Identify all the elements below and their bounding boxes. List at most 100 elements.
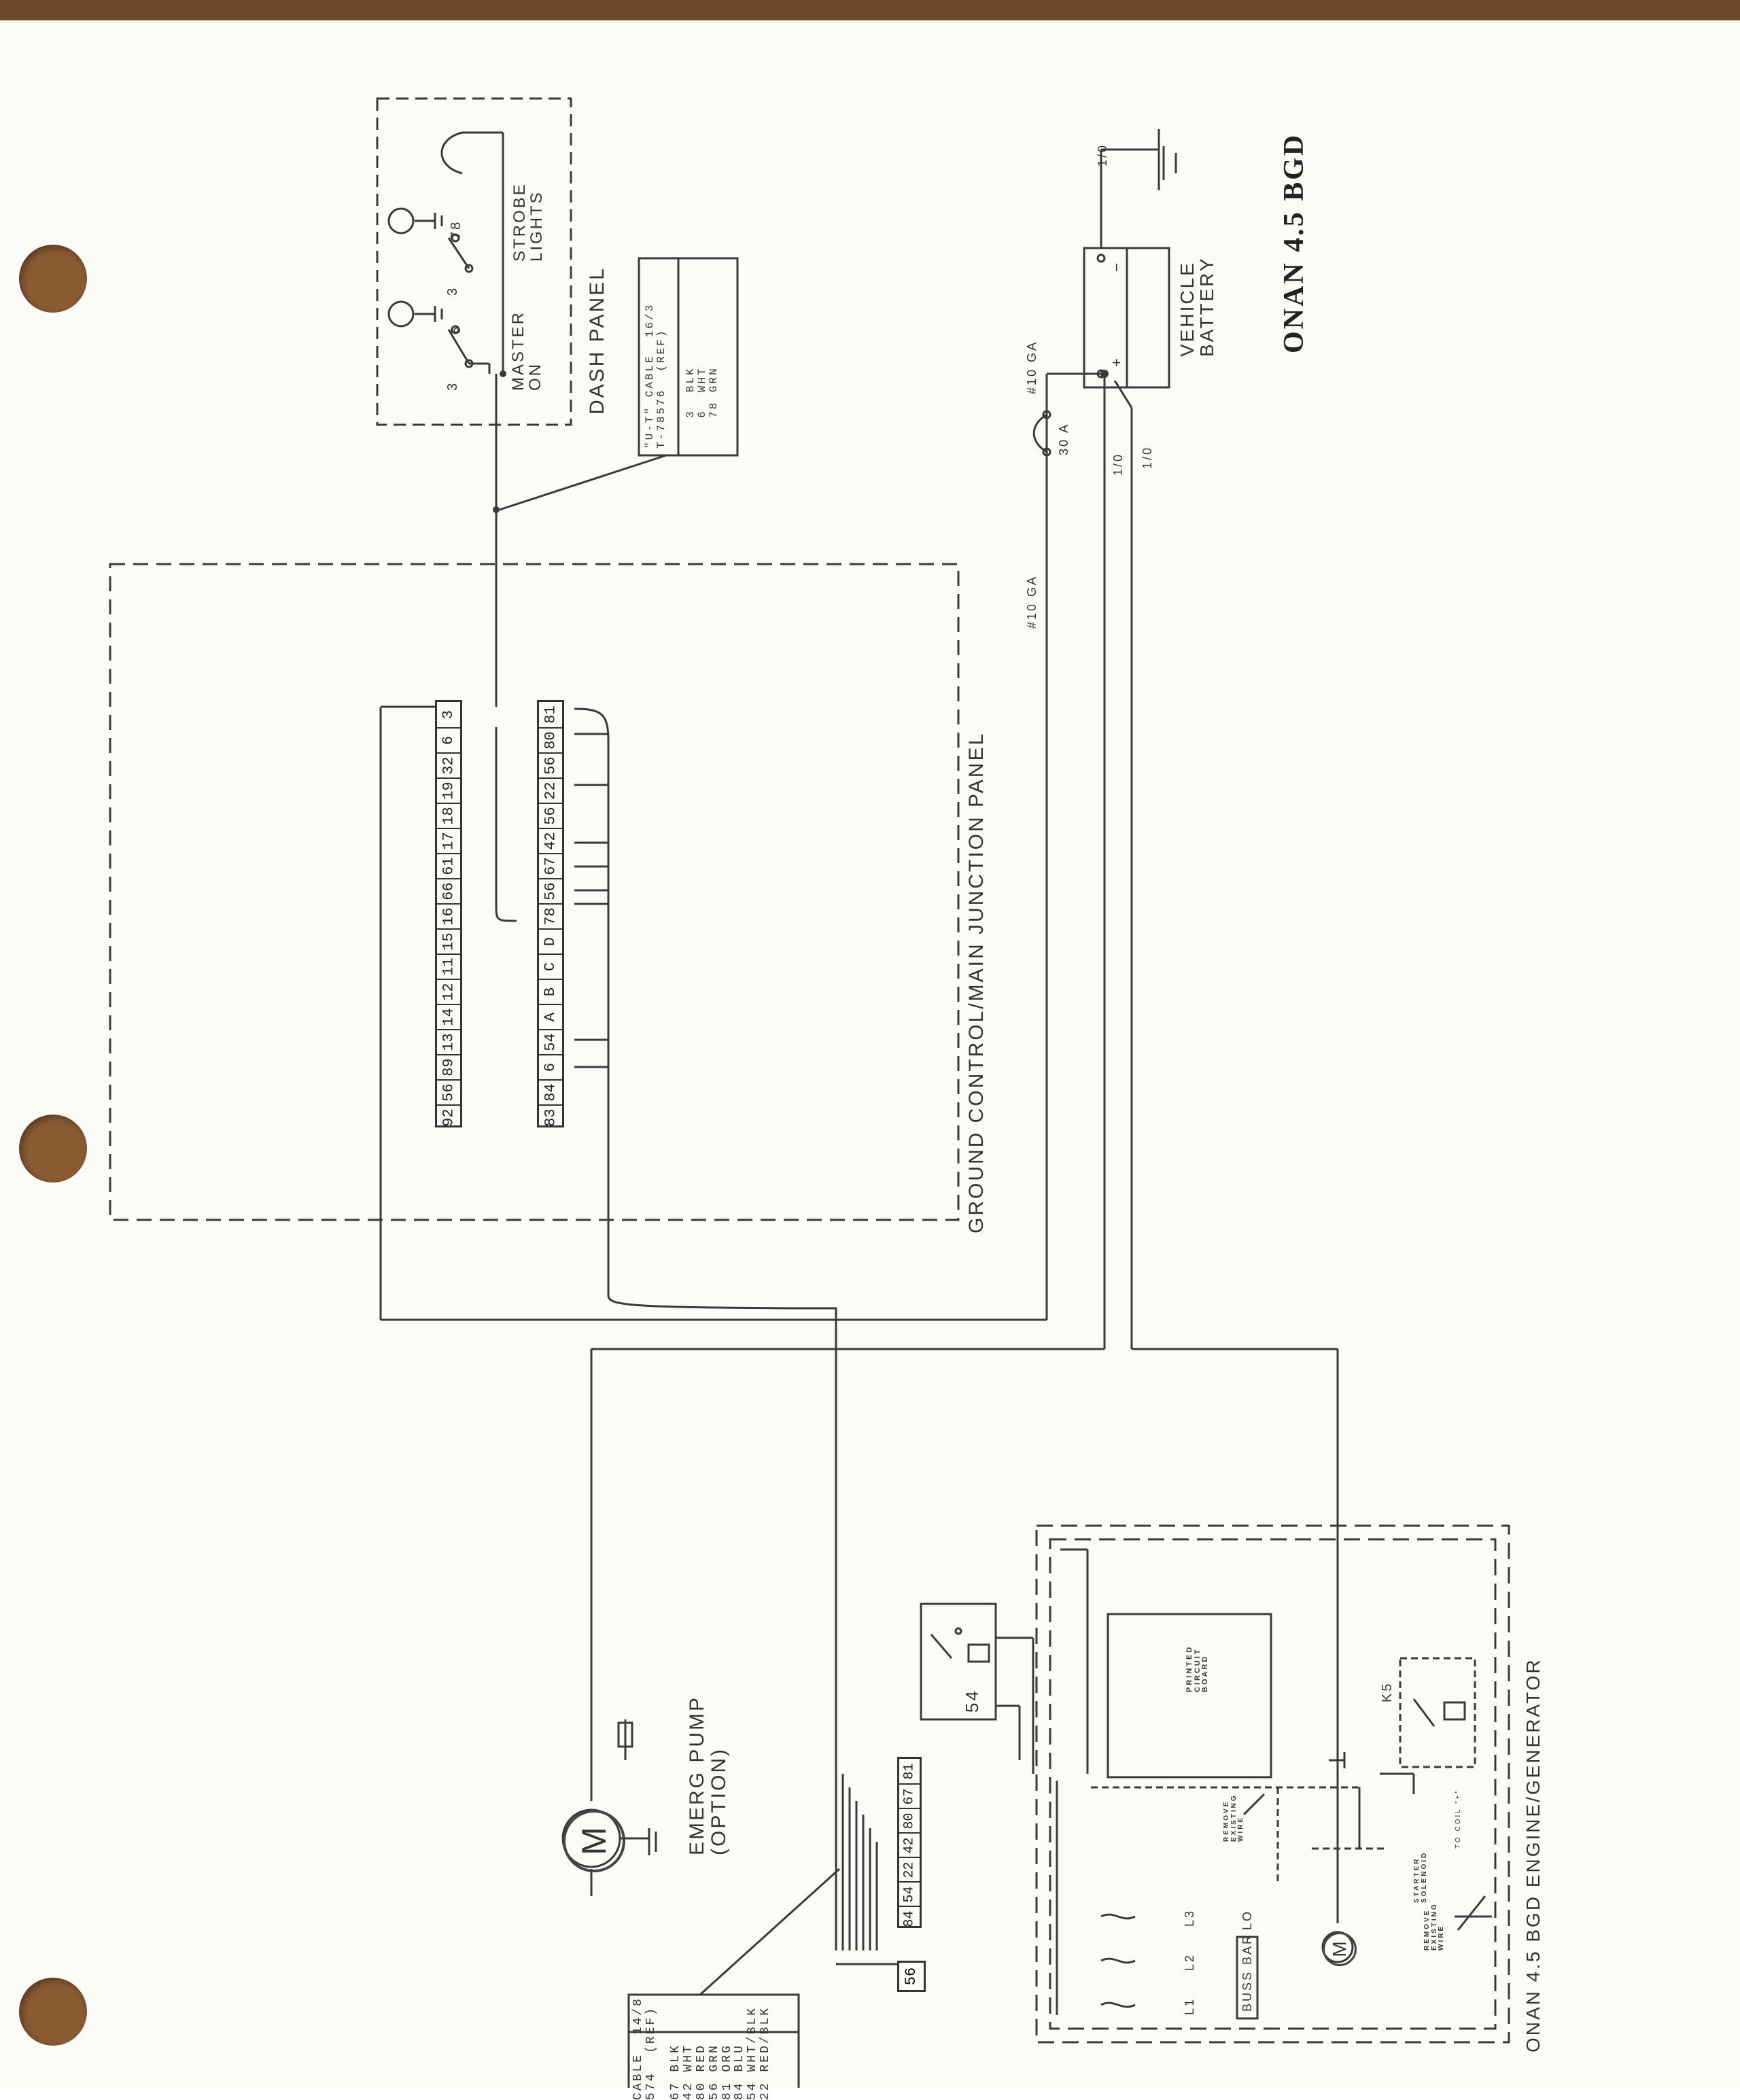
master-on-label: MASTER ON: [509, 310, 545, 391]
terminal-cell: 13: [437, 1029, 460, 1054]
battery-cable-b: 1/0: [1141, 445, 1154, 469]
strobe-flasher-icon: [440, 131, 463, 175]
terminal-number: 6: [542, 1062, 559, 1072]
terminal-cell: D: [539, 928, 562, 953]
terminal-cell: A: [539, 1004, 562, 1029]
terminal-cell: 22: [899, 1857, 920, 1881]
terminal-number: 84: [901, 1910, 918, 1927]
dash-panel-label: DASH PANEL: [586, 266, 608, 415]
terminal-cell: 56: [539, 803, 562, 828]
terminal-number: 19: [440, 782, 457, 800]
terminal-cell: 42: [899, 1832, 920, 1857]
terminal-number: 22: [901, 1861, 918, 1878]
battery-cable-top: 1/0: [1096, 143, 1109, 167]
remove-wire-label-1: REMOVE EXISTING WIRE: [1223, 1793, 1245, 1842]
terminal-cell: C: [539, 953, 562, 979]
lower-cable-title: CABLE 14/8 574 (REF): [631, 1997, 658, 2100]
terminal-cell: 81: [899, 1759, 920, 1783]
terminal-number: 15: [440, 932, 457, 951]
ut-cable-title: "U-T" CABLE 16/3 T-78576 (REF): [644, 302, 667, 449]
terminal-number: 42: [542, 832, 559, 850]
terminal-number: 56: [440, 1083, 457, 1102]
terminal-number: 17: [440, 832, 457, 850]
ut-cable-box: [638, 257, 739, 457]
strobe-lamp-icon: [387, 207, 415, 234]
wire-number-78: 78: [449, 220, 464, 239]
wiring-sheet: ONAN 4.5 BGD DASH PANEL MASTER ON STROBE…: [0, 20, 1740, 2100]
terminal-cell: 19: [437, 777, 460, 803]
wire-gauge-mid: #10 GA: [1025, 574, 1039, 629]
terminal-cell: 6: [437, 727, 460, 752]
starter-motor-icon: [1321, 1931, 1354, 1963]
remove-wire-marker-2: [1242, 1793, 1266, 1816]
ut-cable-wires: 3 BLK 6 WHT 78 GRN: [684, 366, 720, 418]
terminal-cell: 12: [437, 979, 460, 1004]
strobe-switch-icon: [447, 237, 470, 269]
pcb-box: [1107, 1613, 1272, 1779]
terminal-cell: 84: [899, 1906, 920, 1930]
emerg-pump-motor: M: [563, 1810, 625, 1872]
generator-label: ONAN 4.5 BGD ENGINE/GENERATOR: [1522, 1658, 1544, 2052]
terminal-number: 54: [901, 1885, 918, 1903]
terminal-cell: 80: [539, 727, 562, 752]
battery-label: VEHICLE BATTERY: [1177, 256, 1218, 357]
terminal-cell: 66: [437, 878, 460, 903]
terminal-cell: 6: [539, 1054, 562, 1079]
terminal-number: 80: [542, 731, 559, 750]
terminal-cell: 18: [437, 803, 460, 828]
terminal-number: B: [542, 987, 559, 997]
emerg-pump-label: EMERG PUMP (OPTION): [686, 1695, 730, 1855]
terminal-cell: 56: [437, 1079, 460, 1104]
terminal-cell: 32: [437, 752, 460, 777]
relay-54-label: 54: [962, 1689, 982, 1713]
battery-cable-a: 1/0: [1111, 452, 1125, 476]
fuse-amps: 30 A: [1057, 422, 1071, 455]
terminal-number: 78: [542, 907, 559, 926]
wire-number-6: 6: [449, 324, 464, 334]
battery-minus: −: [1108, 261, 1125, 272]
terminal-cell: 83: [539, 1104, 562, 1130]
terminal-number: 61: [440, 857, 457, 875]
terminal-cell: 81: [539, 702, 562, 727]
terminal-number: 3: [440, 710, 457, 720]
terminal-cell: 16: [437, 903, 460, 928]
l1-label: L1: [1183, 1997, 1196, 2015]
remove-wire-marker: [1457, 1895, 1486, 1931]
terminal-number: 56: [542, 756, 559, 775]
junction-panel-label: GROUND CONTROL/MAIN JUNCTION PANEL: [965, 731, 988, 1233]
dash-panel-box: [376, 97, 572, 426]
ut-cable-leader: [499, 454, 667, 511]
terminal-number: 18: [440, 807, 457, 825]
k5-label: K5: [1380, 1681, 1395, 1702]
lower-cable-wires: 67 BLK 42 WHT 80 RED 56 GRN 81 ORG 84 BL…: [669, 2006, 773, 2100]
wiring-diagram: [109, 97, 1510, 2088]
terminal-number: 56: [542, 882, 559, 900]
terminal-number: 81: [901, 1762, 918, 1780]
binder-hole-middle: [19, 1115, 87, 1183]
terminal-cell: 54: [899, 1881, 920, 1906]
terminal-cell: 15: [437, 928, 460, 953]
terminal-number: 67: [901, 1787, 918, 1805]
pcb-label: PRINTED CIRCUIT BOARD: [1185, 1645, 1210, 1692]
terminal-cell: 56: [539, 878, 562, 903]
terminal-number: 22: [542, 782, 559, 800]
terminal-number: 13: [440, 1033, 457, 1051]
terminal-number: 66: [440, 882, 457, 900]
terminal-number: 89: [440, 1058, 457, 1077]
l2-label: L2: [1183, 1953, 1196, 1971]
terminal-number: 11: [440, 958, 457, 976]
fuse-icon: [1032, 413, 1047, 453]
terminal-cell: 67: [899, 1783, 920, 1808]
buss-bar-label: BUSS BAR: [1240, 1933, 1254, 2012]
terminal-cell: 84: [539, 1079, 562, 1104]
terminal-cell: B: [539, 979, 562, 1004]
terminal-number: 14: [440, 1008, 457, 1026]
terminal-number: 81: [542, 705, 559, 724]
lower-cable-leader: [699, 1868, 841, 1996]
terminal-number: 16: [440, 907, 457, 926]
starter-solenoid-label: STARTER SOLENOID: [1413, 1851, 1428, 1903]
junction-panel-box: [109, 563, 960, 1221]
terminal-number: 32: [440, 756, 457, 775]
wire-number-3-master: 3: [445, 381, 460, 391]
